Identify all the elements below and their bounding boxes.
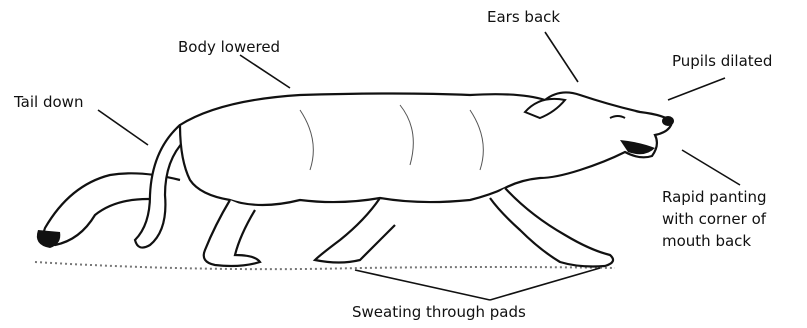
pointer-panting xyxy=(682,150,740,185)
front-leg xyxy=(490,188,613,267)
ground-shadow xyxy=(35,262,615,269)
pointer-body xyxy=(240,55,290,88)
pointer-sweat-right xyxy=(490,268,600,300)
nose xyxy=(662,116,674,126)
hind-leg-front xyxy=(204,200,260,266)
belly-leg xyxy=(315,198,395,263)
pointer-tail xyxy=(98,110,148,145)
label-tail-down: Tail down xyxy=(14,93,83,112)
dog-body xyxy=(180,92,672,205)
label-panting-line2: with corner of xyxy=(662,210,766,229)
label-panting-line1: Rapid panting xyxy=(662,188,767,207)
pointer-sweat-left xyxy=(355,270,490,300)
label-pupils-dilated: Pupils dilated xyxy=(672,52,772,71)
label-ears-back: Ears back xyxy=(487,8,560,27)
label-sweating: Sweating through pads xyxy=(352,303,526,322)
pointer-ears xyxy=(545,32,578,82)
label-panting-line3: mouth back xyxy=(662,232,751,251)
label-body-lowered: Body lowered xyxy=(178,38,280,57)
pointer-pupils xyxy=(668,78,725,100)
